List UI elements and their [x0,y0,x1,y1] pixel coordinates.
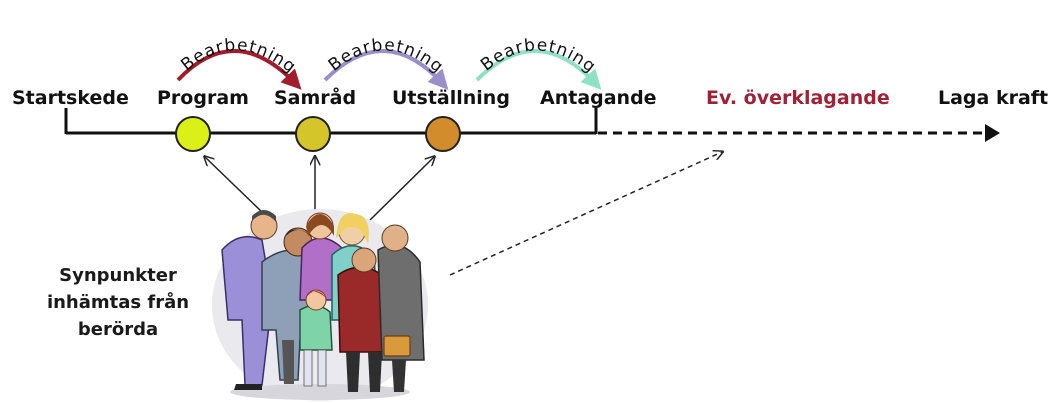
people-group-illustration [212,209,428,401]
stage-label-samrad: Samråd [274,85,356,109]
rework-arc-1 [176,49,302,90]
rework-arc-2 [323,49,449,90]
feedback-note: Synpunkter inhämtas från berörda [28,262,208,343]
rework-label-2: Bearbetning [325,35,448,77]
rework-label-3: Bearbetning [477,35,600,77]
milestone-utstallning [425,116,461,152]
feedback-arrow-appeal [449,152,722,276]
stage-label-startskede: Startskede [12,87,129,109]
timeline-arrowhead [985,124,1000,142]
stage-label-program: Program [157,87,249,109]
milestone-program [175,116,211,152]
stage-label-overklagande: Ev. överklagande [706,87,890,109]
note-line-1: Synpunkter [59,265,177,286]
feedback-arrow-program [205,157,263,213]
stage-label-antagande: Antagande [540,87,657,109]
rework-arc-3 [475,49,602,90]
note-line-2: inhämtas från [46,292,190,313]
milestone-samrad [295,116,331,152]
rework-label-1: Bearbetning [177,35,300,77]
stage-label-utstallning: Utställning [392,87,510,109]
stage-label-laga-kraft: Laga kraft [938,87,1048,109]
feedback-arrow-utstallning [367,157,434,223]
note-line-3: berörda [77,319,159,340]
